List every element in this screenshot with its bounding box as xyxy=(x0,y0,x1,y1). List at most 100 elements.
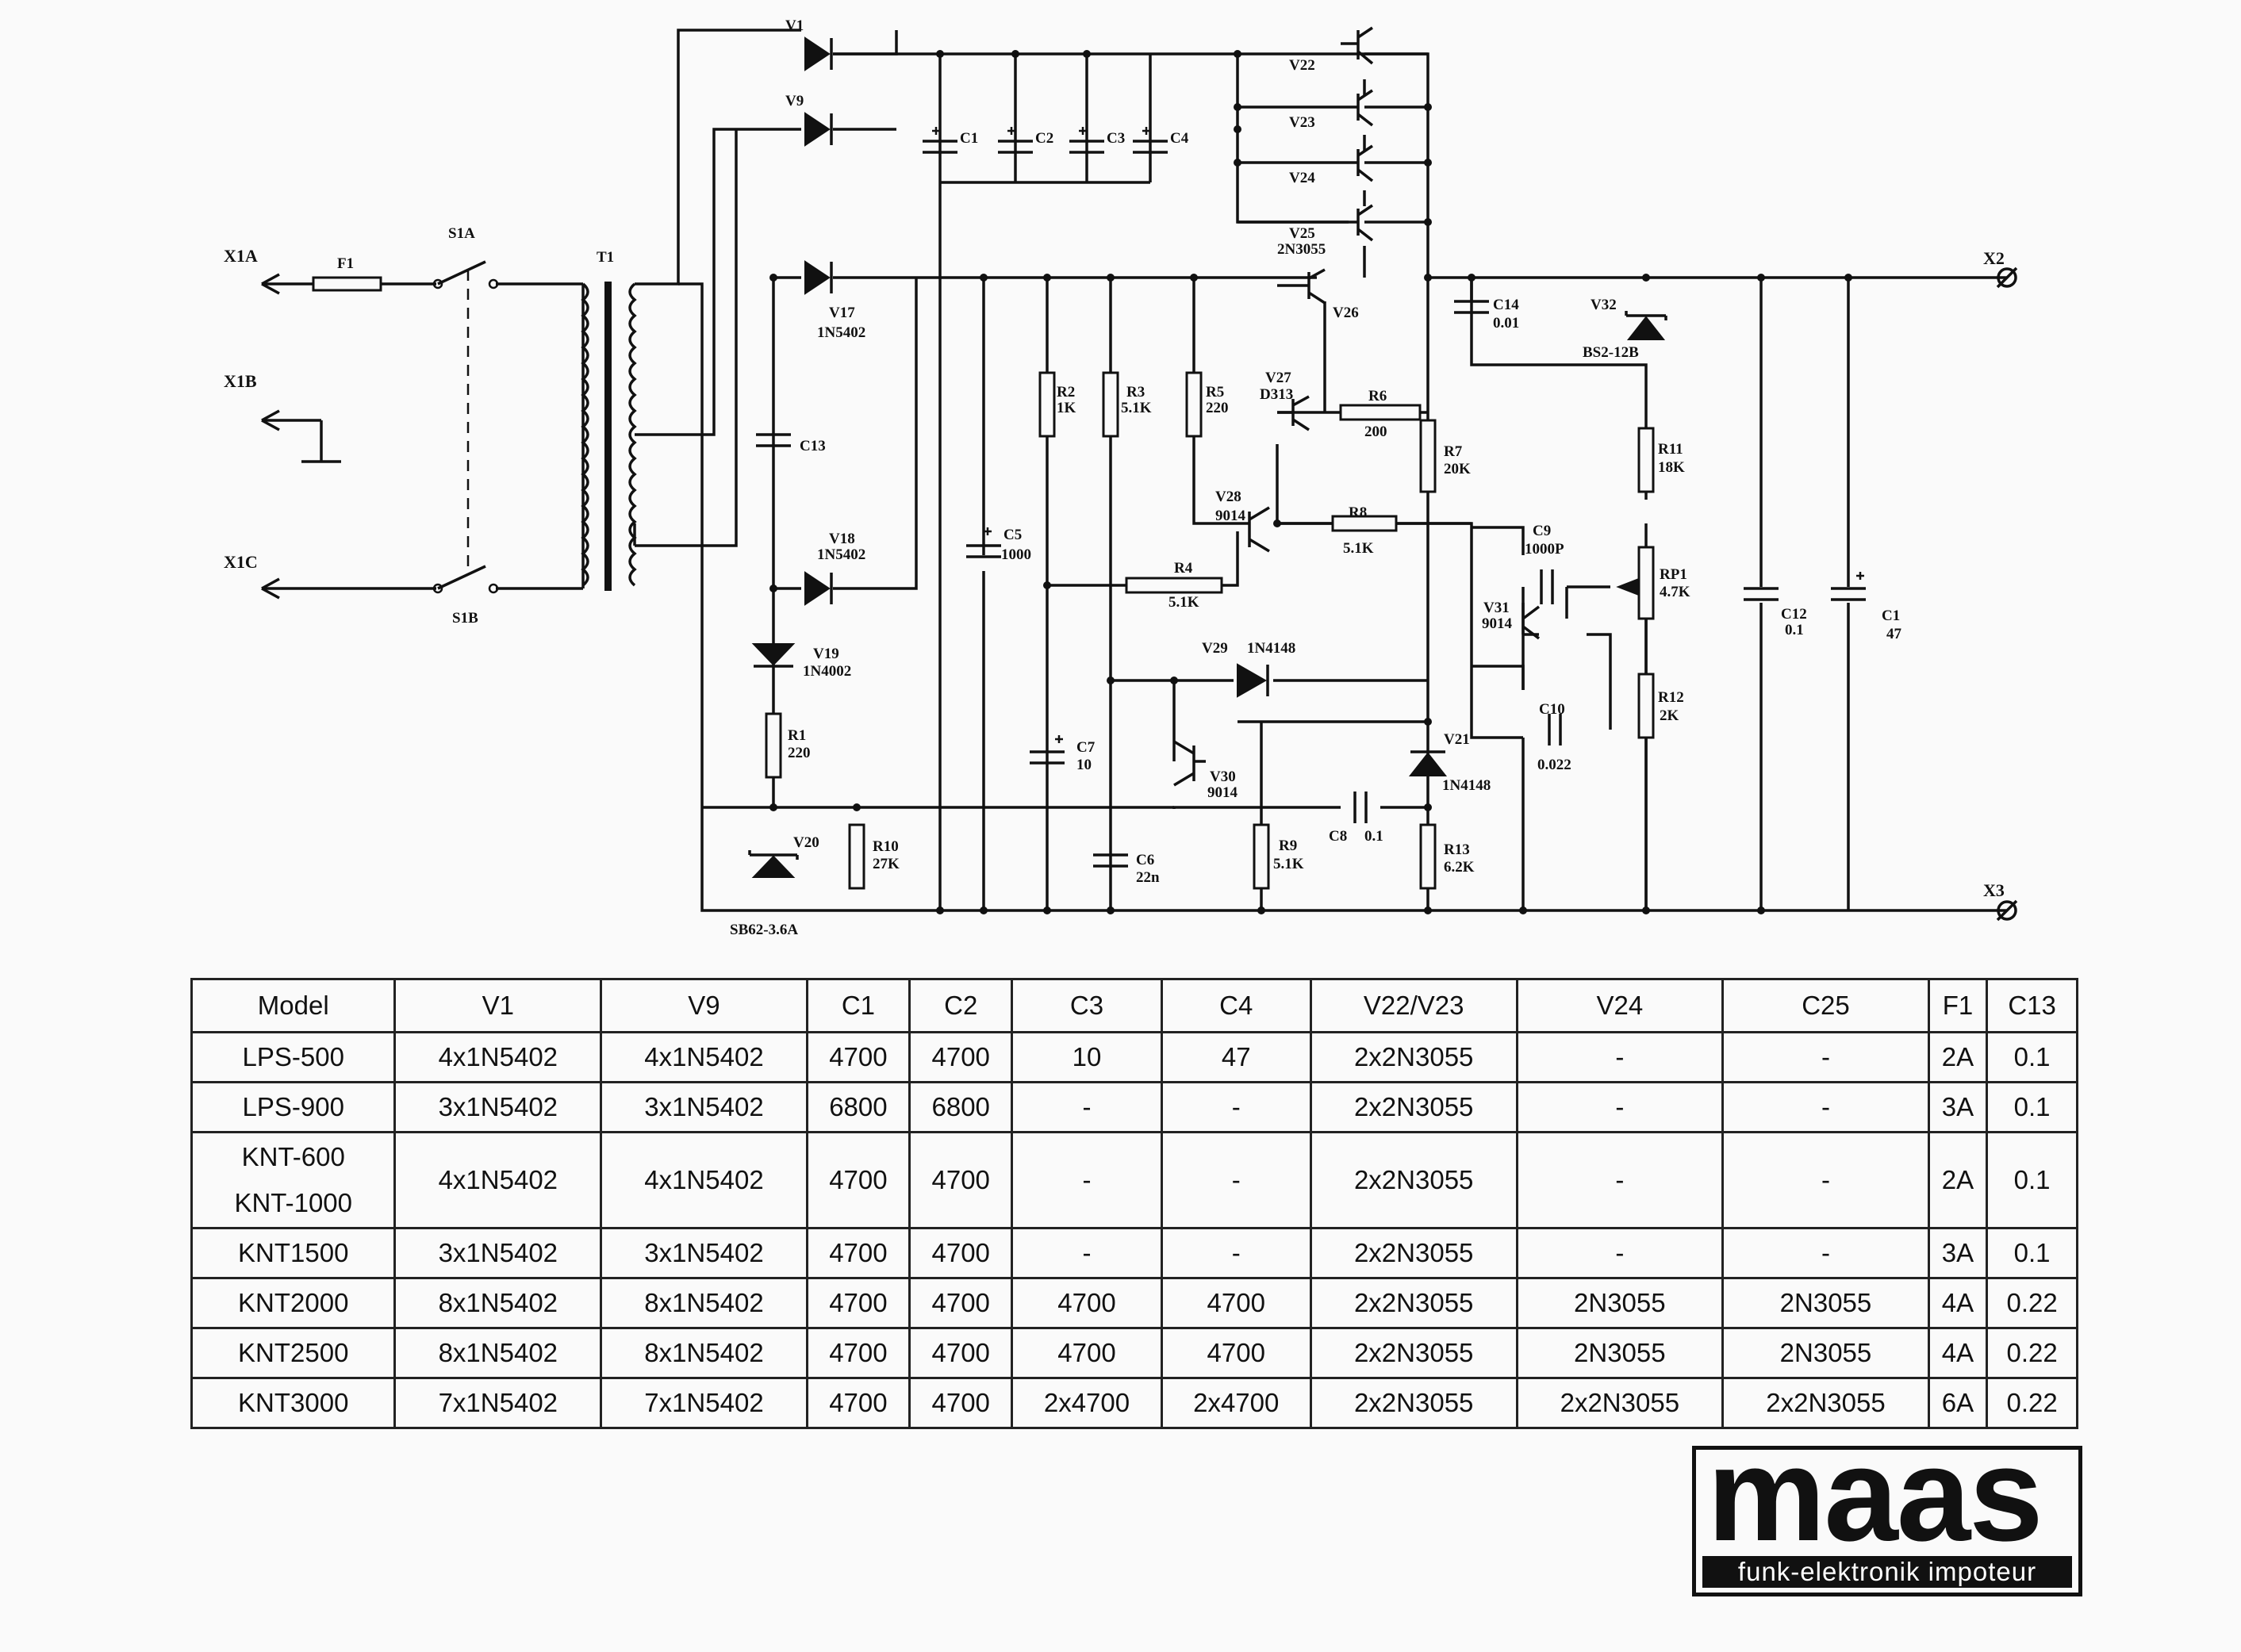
labels: X1A X1B X1C X2 X3 F1 S1A S1B T1 V1 V9 C1… xyxy=(224,17,2005,938)
svg-text:R11: R11 xyxy=(1658,441,1683,458)
svg-text:V22: V22 xyxy=(1289,57,1315,74)
table-cell: 0.1 xyxy=(1986,1131,2078,1229)
table-cell: - xyxy=(1721,1227,1930,1279)
column-header: F1 xyxy=(1927,978,1989,1033)
svg-text:47: 47 xyxy=(1886,626,1902,642)
label-x1c: X1C xyxy=(224,552,258,572)
table-cell: 0.22 xyxy=(1986,1327,2078,1379)
svg-text:22n: 22n xyxy=(1136,869,1160,886)
resistor-r6 xyxy=(1339,404,1422,421)
svg-text:RP1: RP1 xyxy=(1660,566,1687,583)
svg-text:9014: 9014 xyxy=(1207,784,1238,801)
svg-text:220: 220 xyxy=(788,745,811,761)
svg-text:C2: C2 xyxy=(1035,130,1053,147)
resistor-r13 xyxy=(1419,823,1437,890)
table-cell: 6800 xyxy=(908,1081,1014,1133)
table-cell: 4700 xyxy=(908,1131,1014,1229)
table-cell: 0.1 xyxy=(1986,1227,2078,1279)
table-cell: 0.22 xyxy=(1986,1377,2078,1429)
model-cell: KNT2500 xyxy=(190,1327,397,1379)
column-header: C13 xyxy=(1986,978,2078,1033)
svg-text:C7: C7 xyxy=(1076,739,1096,756)
svg-text:0.022: 0.022 xyxy=(1537,757,1571,773)
table-cell: 4700 xyxy=(908,1327,1014,1379)
column-header: C1 xyxy=(805,978,911,1033)
svg-text:0.01: 0.01 xyxy=(1493,315,1519,332)
x1b-arrow-icon xyxy=(261,409,280,431)
label-x1a: X1A xyxy=(224,246,258,266)
table-cell: 8x1N5402 xyxy=(393,1327,603,1379)
table-cell: 2N3055 xyxy=(1721,1327,1930,1379)
table-cell: 2x2N3055 xyxy=(1309,1031,1518,1083)
table-cell: 0.1 xyxy=(1986,1081,2078,1133)
svg-text:V21: V21 xyxy=(1444,731,1470,748)
input-section xyxy=(261,260,637,600)
table-cell: 3x1N5402 xyxy=(393,1081,603,1133)
table-cell: - xyxy=(1160,1131,1312,1229)
table-cell: 10 xyxy=(1011,1031,1163,1083)
model-cell: KNT2000 xyxy=(190,1277,397,1329)
table-cell: 2x2N3055 xyxy=(1309,1131,1518,1229)
svg-text:R8: R8 xyxy=(1349,504,1367,521)
table-cell: 2x2N3055 xyxy=(1309,1377,1518,1429)
model-name: KNT2500 xyxy=(238,1338,349,1367)
table-cell: 3x1N5402 xyxy=(600,1081,808,1133)
svg-text:2N3055: 2N3055 xyxy=(1277,241,1326,258)
table-cell: 4x1N5402 xyxy=(600,1131,808,1229)
table-cell: 4700 xyxy=(908,1031,1014,1083)
resistor-r10 xyxy=(848,823,865,890)
table-cell: 2x2N3055 xyxy=(1309,1277,1518,1329)
table-cell: 4700 xyxy=(805,1327,911,1379)
column-header: C4 xyxy=(1160,978,1312,1033)
svg-text:R5: R5 xyxy=(1206,384,1224,401)
table-cell: 3x1N5402 xyxy=(600,1227,808,1279)
circuit-schematic: X1A X1B X1C X2 X3 F1 S1A S1B T1 V1 V9 C1… xyxy=(224,17,2018,938)
svg-text:V9: V9 xyxy=(785,93,804,109)
svg-text:R2: R2 xyxy=(1057,384,1075,401)
table-cell: - xyxy=(1160,1227,1312,1279)
table-cell: 4A xyxy=(1927,1277,1989,1329)
svg-text:18K: 18K xyxy=(1658,459,1685,476)
label-x1b: X1B xyxy=(224,371,257,391)
fuse-f1 xyxy=(312,276,382,292)
svg-text:1000P: 1000P xyxy=(1525,541,1564,558)
resistor-r1 xyxy=(765,712,782,779)
table-cell: 8x1N5402 xyxy=(393,1277,603,1329)
svg-text:C3: C3 xyxy=(1107,130,1125,147)
table-cell: 4700 xyxy=(908,1377,1014,1429)
svg-text:5.1K: 5.1K xyxy=(1273,856,1304,872)
table-cell: 7x1N5402 xyxy=(393,1377,603,1429)
model-name: KNT-1000 xyxy=(234,1188,353,1217)
resistor-r12 xyxy=(1637,673,1655,739)
table-cell: 0.1 xyxy=(1986,1031,2078,1083)
svg-text:R10: R10 xyxy=(873,838,899,855)
resistor-r11 xyxy=(1637,427,1655,493)
transformer-secondary xyxy=(628,282,637,587)
capacitors xyxy=(756,127,1866,868)
table-cell: - xyxy=(1515,1031,1725,1083)
table-cell: 4700 xyxy=(805,1031,911,1083)
svg-text:V25: V25 xyxy=(1289,225,1315,242)
table-cell: 4x1N5402 xyxy=(393,1031,603,1083)
table-cell: - xyxy=(1515,1131,1725,1229)
column-header: V1 xyxy=(393,978,603,1033)
model-name: KNT3000 xyxy=(238,1388,349,1417)
svg-text:1000: 1000 xyxy=(1001,546,1031,563)
model-cell: LPS-900 xyxy=(190,1081,397,1133)
table-cell: 2x2N3055 xyxy=(1721,1377,1930,1429)
svg-text:V17: V17 xyxy=(829,305,855,321)
svg-text:9014: 9014 xyxy=(1482,615,1513,632)
svg-text:27K: 27K xyxy=(873,856,900,872)
svg-text:C12: C12 xyxy=(1781,606,1807,623)
resistors xyxy=(765,371,1655,890)
svg-text:1N4148: 1N4148 xyxy=(1247,640,1295,657)
table-cell: 2x4700 xyxy=(1160,1377,1312,1429)
svg-text:9014: 9014 xyxy=(1215,508,1246,524)
